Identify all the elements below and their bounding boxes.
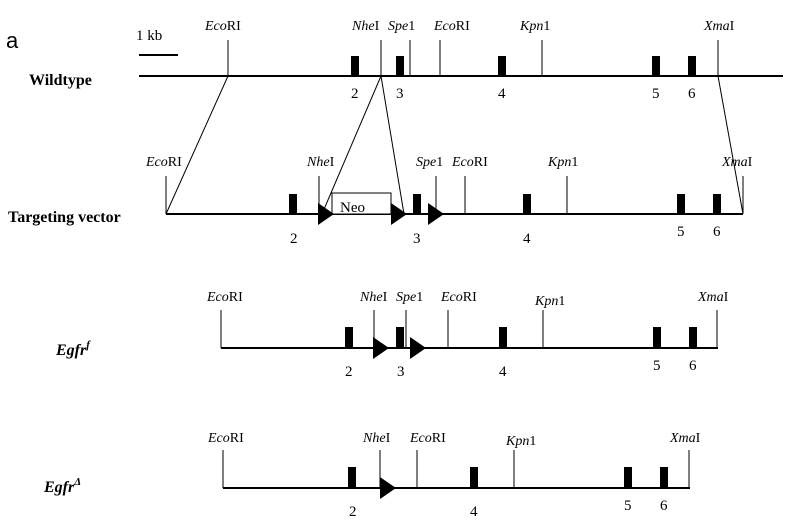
homology-line [717, 75, 744, 215]
exon-number: 4 [523, 231, 531, 247]
exon-box [688, 56, 696, 76]
homology-line [380, 75, 405, 215]
exon-box [660, 467, 668, 488]
exon-number: 4 [498, 86, 506, 102]
loxp-triangle [380, 477, 396, 499]
site-label-spei: Spe1 [396, 290, 423, 305]
exon-number: 3 [397, 364, 405, 380]
exon-box [523, 194, 531, 214]
exon-box [713, 194, 721, 214]
exon-box [677, 194, 685, 214]
exon-box [413, 194, 421, 214]
homology-line [321, 75, 382, 215]
exon-number: 2 [351, 86, 359, 102]
homology-arm-lines [165, 75, 744, 215]
row-egfr-delta: EgfrΔ EcoRI NheI EcoRI Kpn1 XmaI 2 4 5 6 [43, 431, 701, 520]
exon-number: 2 [349, 504, 357, 520]
exon-number: 2 [345, 364, 353, 380]
exon-number: 4 [499, 364, 507, 380]
site-label-ecori: EcoRI [207, 431, 244, 446]
site-label-xmai: XmaI [703, 19, 735, 34]
site-label-nhei: NheI [351, 19, 380, 34]
exon-number: 6 [660, 498, 668, 514]
loxp-triangle [391, 203, 407, 225]
site-label-spei: Spe1 [416, 155, 443, 170]
row-title-egfr-delta: EgfrΔ [43, 476, 81, 496]
panel-label: a [6, 28, 19, 53]
exon-box [470, 467, 478, 488]
site-label-ecori: EcoRI [204, 19, 241, 34]
exon-box [289, 194, 297, 214]
scale-bar-label: 1 kb [136, 28, 162, 44]
exon-number: 6 [688, 86, 696, 102]
exon-number: 4 [470, 504, 478, 520]
site-label-ecori: EcoRI [206, 290, 243, 305]
exon-number: 3 [413, 231, 421, 247]
row-wildtype: Wildtype EcoRI NheI Spe1 EcoRI Kpn1 XmaI… [29, 19, 783, 102]
site-label-xmai: XmaI [669, 431, 701, 446]
row-targeting-vector: Targeting vector EcoRI NheI Spe1 EcoRI K… [8, 155, 753, 247]
site-label-ecori-2: EcoRI [440, 290, 477, 305]
exon-box [345, 327, 353, 348]
site-label-kpni: Kpn1 [547, 155, 578, 170]
exon-box [396, 327, 404, 348]
exon-number: 6 [713, 224, 721, 240]
site-label-ecori-2: EcoRI [433, 19, 470, 34]
exon-number: 3 [396, 86, 404, 102]
exon-box [499, 327, 507, 348]
exon-box [351, 56, 359, 76]
row-title-targeting-vector: Targeting vector [8, 209, 121, 226]
homology-line [165, 75, 229, 215]
exon-number: 5 [624, 498, 632, 514]
exon-box [689, 327, 697, 348]
exon-box [396, 56, 404, 76]
site-label-ecori-2: EcoRI [409, 431, 446, 446]
exon-number: 5 [652, 86, 660, 102]
exon-box [624, 467, 632, 488]
exon-box [348, 467, 356, 488]
exon-box [652, 56, 660, 76]
loxp-triangle [318, 203, 334, 225]
site-label-ecori: EcoRI [145, 155, 182, 170]
site-label-kpni: Kpn1 [505, 434, 536, 449]
site-label-spei: Spe1 [388, 19, 415, 34]
exon-number: 6 [689, 358, 697, 374]
row-title-egfr-flox: Egfrf [55, 339, 91, 359]
row-title-wildtype: Wildtype [29, 72, 92, 89]
exon-box [653, 327, 661, 348]
site-label-xmai: XmaI [721, 155, 753, 170]
exon-number: 5 [677, 224, 685, 240]
neo-label: Neo [340, 200, 365, 216]
exon-number: 5 [653, 358, 661, 374]
site-label-kpni: Kpn1 [519, 19, 550, 34]
site-label-nhei: NheI [306, 155, 335, 170]
row-egfr-flox: Egfrf EcoRI NheI Spe1 EcoRI Kpn1 XmaI 2 … [55, 290, 729, 380]
site-label-nhei: NheI [359, 290, 388, 305]
loxp-triangle [410, 337, 426, 359]
site-label-kpni: Kpn1 [534, 294, 565, 309]
exon-box [498, 56, 506, 76]
loxp-triangle [373, 337, 389, 359]
site-label-ecori-2: EcoRI [451, 155, 488, 170]
site-label-nhei: NheI [362, 431, 391, 446]
exon-number: 2 [290, 231, 298, 247]
site-label-xmai: XmaI [697, 290, 729, 305]
loxp-triangle [428, 203, 444, 225]
